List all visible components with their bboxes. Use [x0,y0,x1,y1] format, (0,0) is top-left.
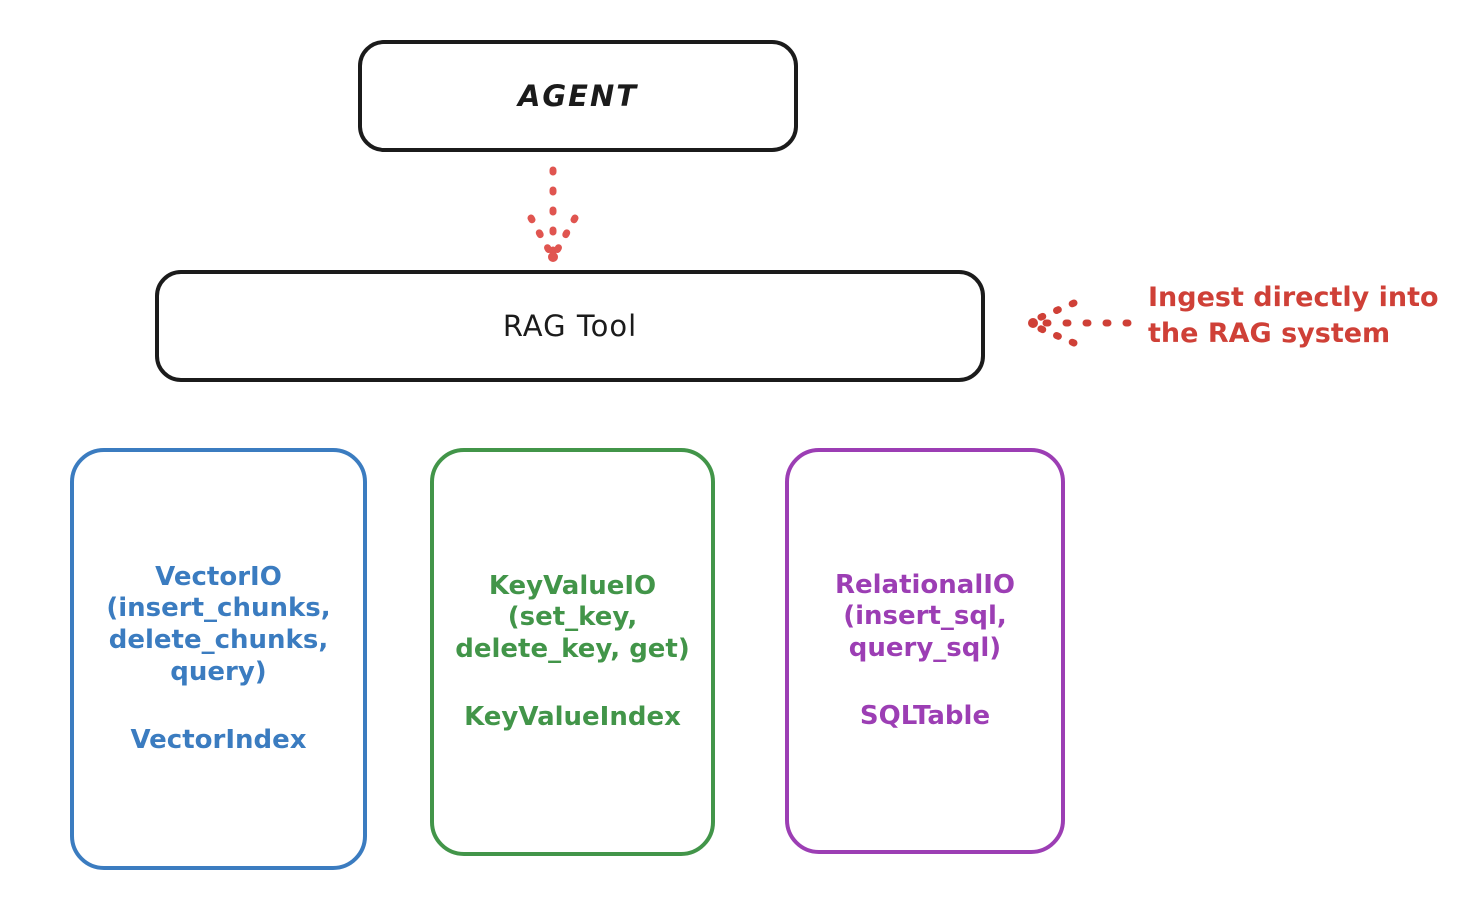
node-key-value-io-index: KeyValueIndex [464,701,681,732]
annotation-ingest-directly: Ingest directly into the RAG system [1148,282,1439,349]
connector-agent-to-rag-tool [527,166,579,262]
node-key-value-io[interactable]: KeyValueIO (set_key, delete_key, get) Ke… [430,448,715,856]
node-vector-io[interactable]: VectorIO (insert_chunks, delete_chunks, … [70,448,367,870]
node-agent[interactable]: AGENT [358,40,798,152]
node-relational-io[interactable]: RelationalIO (insert_sql, query_sql) SQL… [785,448,1065,854]
node-relational-io-title: RelationalIO (insert_sql, query_sql) [834,569,1016,663]
node-agent-label: AGENT [517,79,639,113]
connector-ingest-to-rag-tool [1028,299,1132,347]
node-vector-io-index: VectorIndex [130,724,307,755]
node-key-value-io-title: KeyValueIO (set_key, delete_key, get) [455,570,690,664]
node-vector-io-title: VectorIO (insert_chunks, delete_chunks, … [106,561,331,687]
node-rag-tool[interactable]: RAG Tool [155,270,985,382]
node-rag-tool-label: RAG Tool [502,309,638,343]
node-relational-io-index: SQLTable [859,700,991,731]
